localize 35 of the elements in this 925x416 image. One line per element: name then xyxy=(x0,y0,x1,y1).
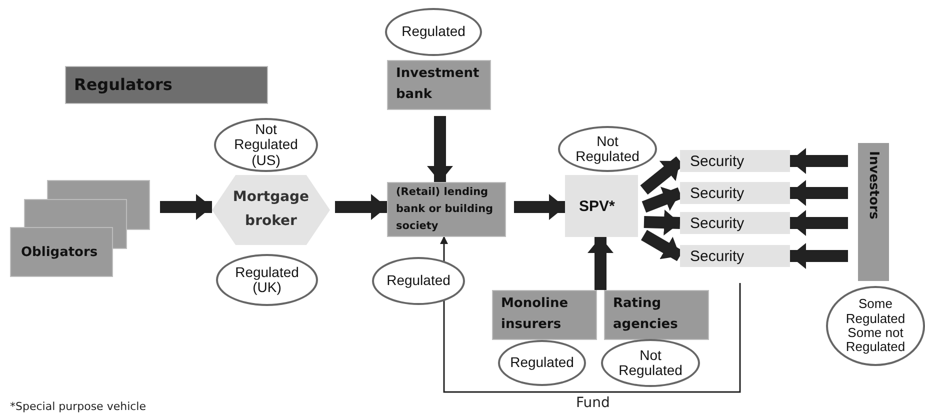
hexagon-box: Mortgage broker xyxy=(212,175,330,245)
arrow xyxy=(427,116,453,182)
footnote: *Special purpose vehicle xyxy=(10,400,146,413)
status-ellipse: Regulated xyxy=(372,257,465,305)
arrow xyxy=(790,148,848,174)
process-box: (Retail) lending bank or building society xyxy=(387,182,506,237)
status-ellipse: Not Regulated (US) xyxy=(214,118,318,172)
arrow xyxy=(160,194,212,220)
security-box: Security xyxy=(680,245,790,267)
heading-box: Regulators xyxy=(65,66,268,104)
process-box: Investment bank xyxy=(387,60,491,110)
status-ellipse: Regulated xyxy=(385,8,482,56)
process-box: Rating agencies xyxy=(604,290,709,340)
arrow xyxy=(642,186,682,213)
arrow xyxy=(790,180,848,206)
status-ellipse: Regulated (UK) xyxy=(216,254,318,306)
process-box: Monoline insurers xyxy=(492,290,597,340)
vertical-box: Investors xyxy=(858,143,889,281)
arrow xyxy=(790,243,848,269)
arrow xyxy=(790,210,848,236)
arrow xyxy=(588,237,614,290)
status-ellipse: Not Regulated xyxy=(558,126,657,172)
security-box: Security xyxy=(680,212,790,234)
edge-label: Fund xyxy=(576,395,610,411)
arrow xyxy=(440,236,741,393)
security-box: Security xyxy=(680,150,790,172)
arrow xyxy=(514,194,565,220)
status-ellipse: Not Regulated xyxy=(601,339,700,387)
process-box: SPV* xyxy=(565,175,638,237)
arrow xyxy=(644,210,680,236)
security-box: Security xyxy=(680,182,790,204)
stacked-boxes: Obligators xyxy=(10,180,150,277)
status-ellipse: Some Regulated Some not Regulated xyxy=(826,286,925,366)
arrow xyxy=(335,194,387,220)
status-ellipse: Regulated xyxy=(498,340,586,386)
